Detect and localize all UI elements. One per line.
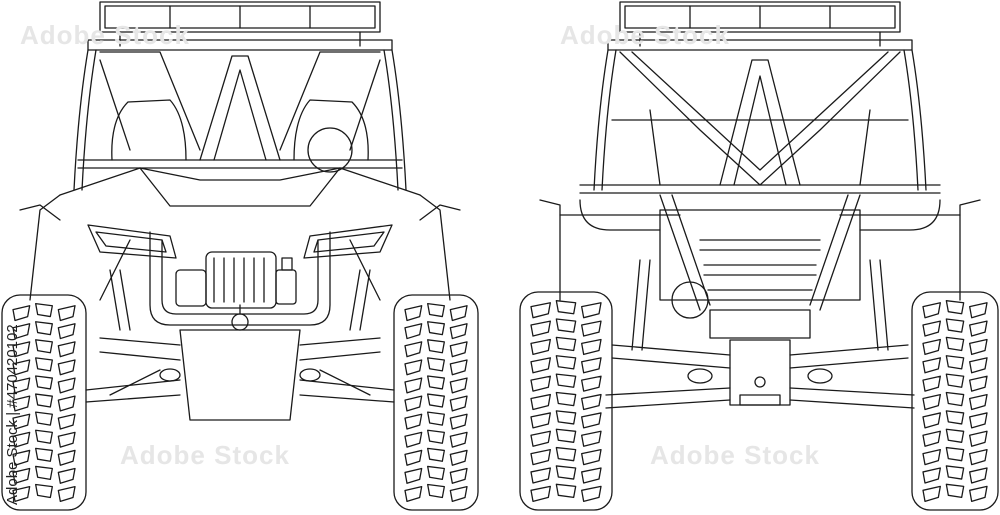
winch-hook xyxy=(232,314,248,330)
tire-front-right xyxy=(394,295,478,510)
headlight-right xyxy=(304,225,392,258)
tires xyxy=(2,292,998,510)
seats xyxy=(112,100,368,172)
roll-cage xyxy=(580,40,940,193)
roll-cage xyxy=(74,40,406,190)
suspension-rear xyxy=(606,260,914,408)
front-view xyxy=(20,2,460,420)
winch-assembly xyxy=(150,232,330,330)
roof-rack xyxy=(620,2,900,46)
front-body xyxy=(20,168,460,300)
rear-view xyxy=(540,2,980,408)
roof-rack xyxy=(100,2,380,46)
rear-frame xyxy=(540,195,980,338)
stock-id-label: Adobe Stock | #470420102 xyxy=(4,324,21,505)
suspension-front xyxy=(86,240,394,420)
headlight-left xyxy=(88,225,176,258)
tire-rear-right xyxy=(912,292,998,510)
tire-front-left xyxy=(2,295,86,510)
tire-rear-left xyxy=(520,292,612,510)
tow-hitch xyxy=(755,377,765,387)
